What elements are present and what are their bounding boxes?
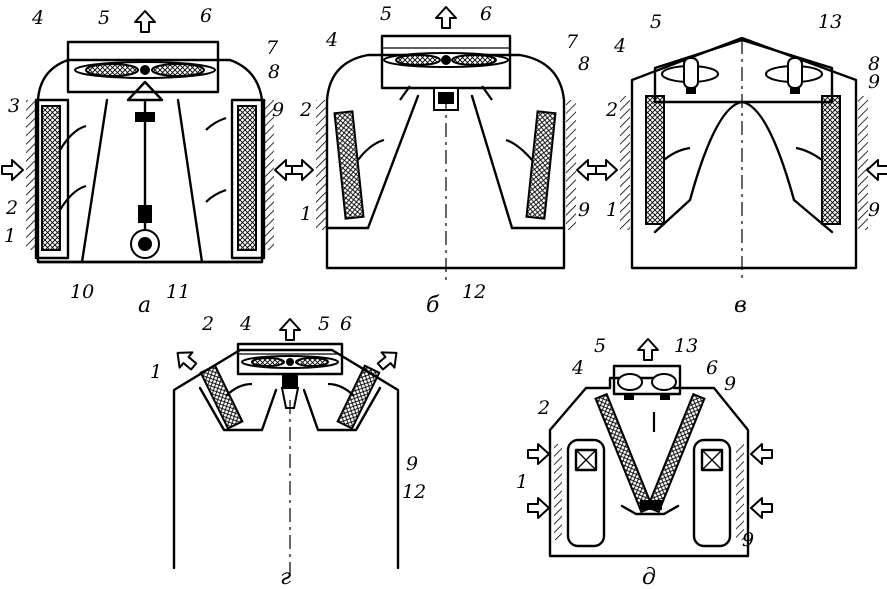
label-g-5: 5 (318, 313, 330, 335)
caption-a: а (138, 293, 151, 318)
panel-b: 5 6 4 7 8 2 1 9 12 б (291, 3, 599, 318)
label-a-5: 5 (98, 7, 110, 29)
label-v-9-bottom: 9 (868, 199, 880, 221)
label-g-2: 2 (201, 313, 214, 335)
label-d-2: 2 (537, 397, 550, 419)
label-d-9-top: 9 (724, 373, 736, 395)
label-b-8: 8 (578, 53, 590, 75)
label-v-5: 5 (650, 11, 662, 33)
label-a-9: 9 (272, 99, 284, 121)
label-d-6: 6 (706, 357, 718, 379)
label-d-13: 13 (674, 335, 698, 357)
label-a-3: 3 (8, 95, 20, 117)
label-v-9-top: 9 (868, 71, 880, 93)
label-v-2: 2 (605, 99, 618, 121)
label-b-9: 9 (578, 199, 590, 221)
label-g-6: 6 (340, 313, 352, 335)
label-g-9: 9 (406, 453, 418, 475)
label-b-6: 6 (480, 3, 492, 25)
label-d-1: 1 (516, 471, 528, 493)
panel-d: 5 13 6 4 9 2 1 9 д (516, 335, 773, 589)
label-b-7: 7 (566, 31, 579, 53)
label-a-7: 7 (266, 37, 279, 59)
label-v-4: 4 (613, 35, 626, 57)
label-a-10: 10 (70, 281, 94, 303)
label-a-6: 6 (200, 5, 212, 27)
label-d-9-bottom: 9 (742, 529, 754, 551)
label-v-13: 13 (818, 11, 842, 33)
label-a-4: 4 (31, 7, 44, 29)
label-g-4: 4 (239, 313, 252, 335)
caption-g: г (280, 565, 291, 589)
label-a-2: 2 (5, 197, 18, 219)
panel-v: 5 13 4 8 9 2 1 9 в (595, 11, 887, 318)
label-b-5: 5 (380, 3, 392, 25)
label-a-1: 1 (4, 225, 16, 247)
label-a-8: 8 (268, 61, 280, 83)
label-g-12: 12 (402, 481, 426, 503)
label-b-12: 12 (462, 281, 486, 303)
label-g-1: 1 (150, 361, 162, 383)
label-d-5: 5 (594, 335, 606, 357)
label-v-1: 1 (606, 199, 618, 221)
caption-b: б (426, 293, 440, 318)
caption-d: д (642, 565, 656, 589)
panel-g: 2 4 5 6 1 9 12 г (150, 313, 426, 589)
label-b-1: 1 (300, 203, 312, 225)
label-b-4: 4 (325, 29, 338, 51)
caption-v: в (734, 293, 747, 318)
label-b-2: 2 (299, 99, 312, 121)
label-a-11: 11 (166, 281, 190, 303)
label-v-8: 8 (868, 53, 880, 75)
panel-a: 4 5 6 7 8 9 3 2 1 10 11 а (1, 5, 297, 318)
label-d-4: 4 (571, 357, 584, 379)
